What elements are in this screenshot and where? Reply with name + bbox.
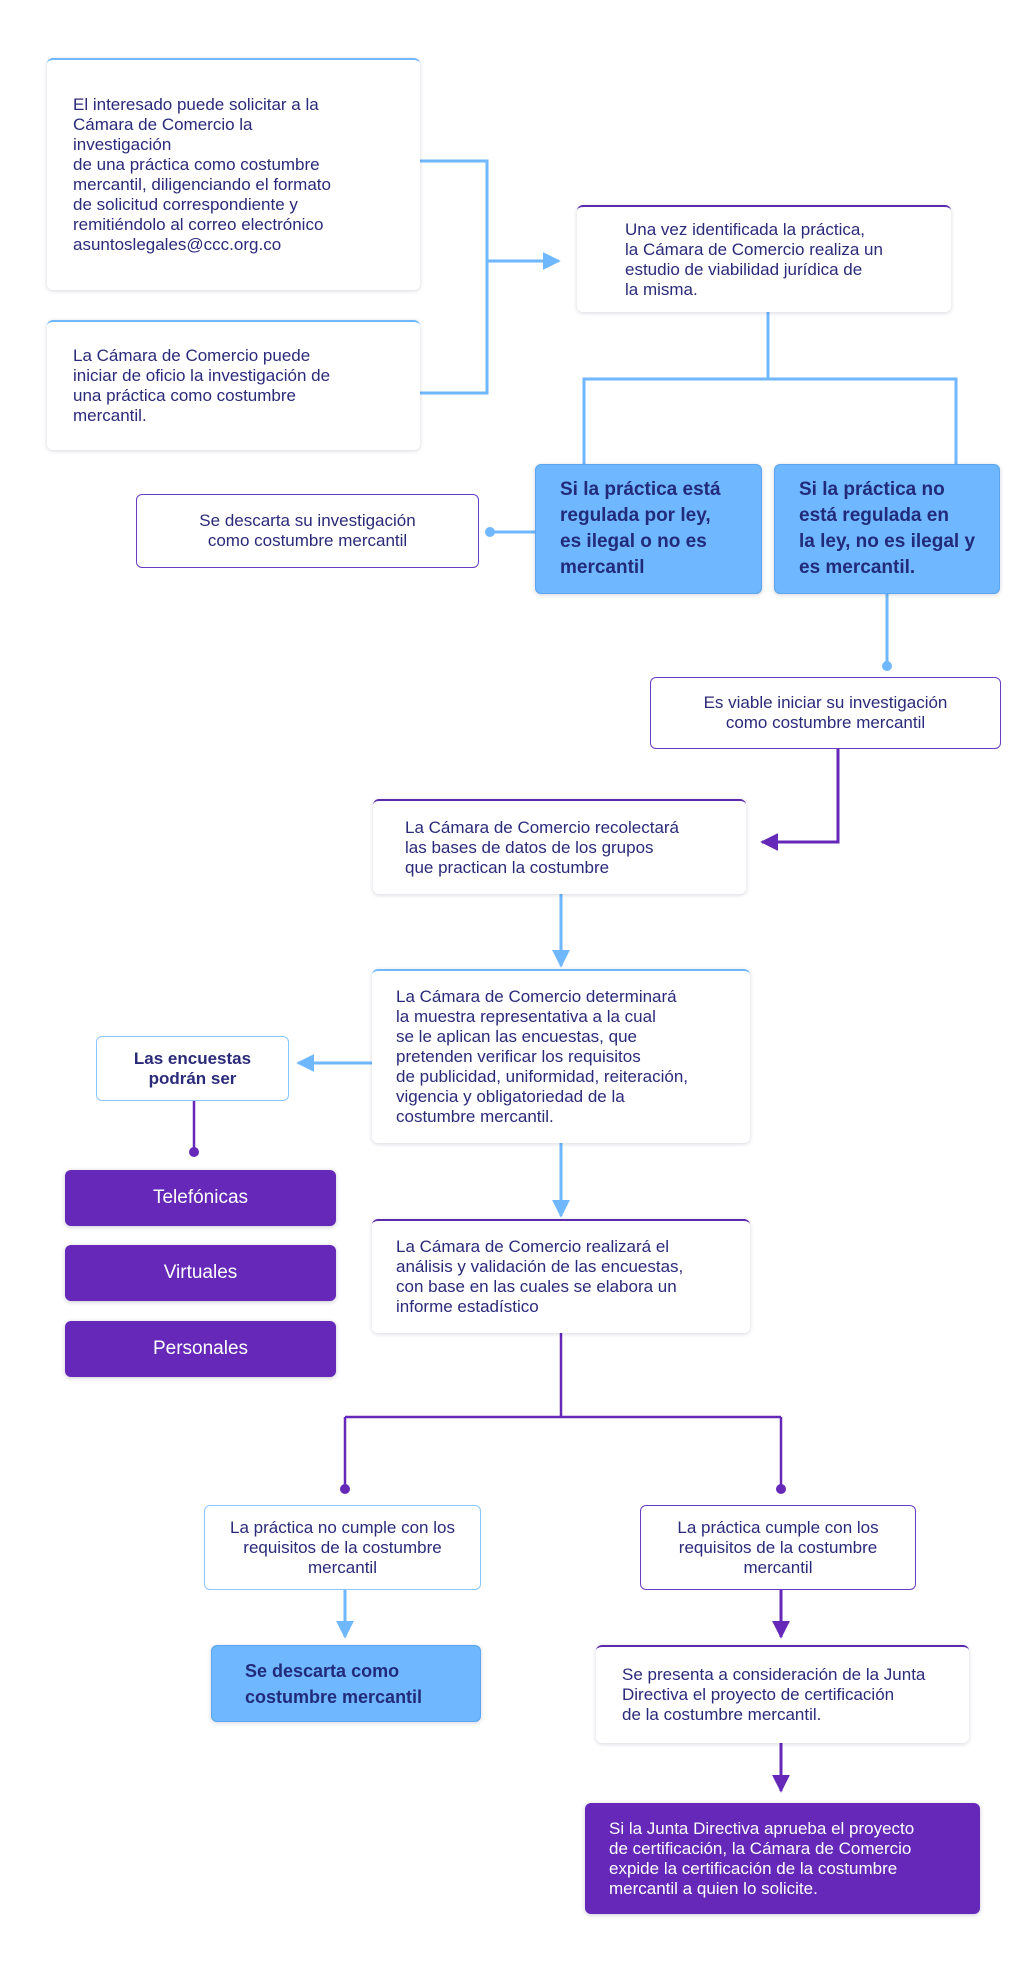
connector-dot <box>340 1484 350 1494</box>
viable-box: Es viable iniciar su investigación como … <box>650 677 1001 749</box>
connector-split-branches <box>582 377 958 464</box>
surveys-header-text: Las encuestas podrán ser <box>133 1048 252 1088</box>
viable-text: Es viable iniciar su investigación como … <box>703 693 948 732</box>
ex-officio-text: La Cámara de Comercio puede iniciar de o… <box>73 346 331 425</box>
analysis-box: La Cámara de Comercio realizará el análi… <box>372 1219 750 1333</box>
surveys-header-box: Las encuestas podrán ser <box>96 1036 289 1101</box>
regulated-text: Si la práctica está regulada por ley, es… <box>560 479 721 578</box>
discarded-custom-box: Se descarta como costumbre mercantil <box>211 1645 481 1722</box>
not-meets-box: La práctica no cumple con los requisitos… <box>204 1505 481 1590</box>
arrow-viable-collect <box>760 749 840 851</box>
sample-text: La Cámara de Comercio determinará la mue… <box>396 987 689 1126</box>
sample-box: La Cámara de Comercio determinará la mue… <box>372 969 750 1143</box>
connector-dot <box>776 1484 786 1494</box>
survey-virtual-box: Virtuales <box>65 1245 336 1301</box>
discarded-custom-text: Se descarta como costumbre mercantil <box>245 1660 423 1707</box>
survey-virtual-text: Virtuales <box>163 1262 238 1283</box>
viability-text: Una vez identificada la práctica, la Cám… <box>625 219 883 299</box>
connector-dot <box>189 1147 199 1157</box>
ex-officio-box: La Cámara de Comercio puede iniciar de o… <box>47 320 420 450</box>
survey-phone-box: Telefónicas <box>65 1170 336 1226</box>
regulated-box: Si la práctica está regulada por ley, es… <box>535 464 762 594</box>
connector-request-bracket <box>420 159 489 395</box>
survey-phone-text: Telefónicas <box>152 1187 249 1208</box>
viability-box: Una vez identificada la práctica, la Cám… <box>577 205 951 312</box>
board-text: Se presenta a consideración de la Junta … <box>622 1665 926 1724</box>
connector-dot <box>485 527 495 537</box>
request-box: El interesado puede solicitar a la Cámar… <box>47 58 420 290</box>
discarded-investigation-text: Se descarta su investigación como costum… <box>199 511 416 550</box>
analysis-text: La Cámara de Comercio realizará el análi… <box>396 1237 684 1316</box>
meets-box: La práctica cumple con los requisitos de… <box>640 1505 916 1590</box>
not-regulated-text: Si la práctica no está regulada en la le… <box>799 479 976 578</box>
certification-box: Si la Junta Directiva aprueba el proyect… <box>585 1803 980 1914</box>
collect-box: La Cámara de Comercio recolectará las ba… <box>373 799 746 894</box>
connector-dot <box>882 661 892 671</box>
survey-personal-box: Personales <box>65 1321 336 1377</box>
meets-text: La práctica cumple con los requisitos de… <box>677 1517 879 1577</box>
request-text: El interesado puede solicitar a la Cámar… <box>73 95 331 254</box>
not-regulated-box: Si la práctica no está regulada en la le… <box>774 464 1000 594</box>
not-meets-text: La práctica no cumple con los requisitos… <box>230 1517 455 1577</box>
board-box: Se presenta a consideración de la Junta … <box>596 1645 969 1743</box>
certification-text: Si la Junta Directiva aprueba el proyect… <box>609 1818 915 1898</box>
discarded-investigation-box: Se descarta su investigación como costum… <box>136 494 479 568</box>
collect-text: La Cámara de Comercio recolectará las ba… <box>405 817 680 877</box>
connector-analysis-branches <box>343 1415 783 1489</box>
survey-personal-text: Personales <box>152 1338 249 1359</box>
